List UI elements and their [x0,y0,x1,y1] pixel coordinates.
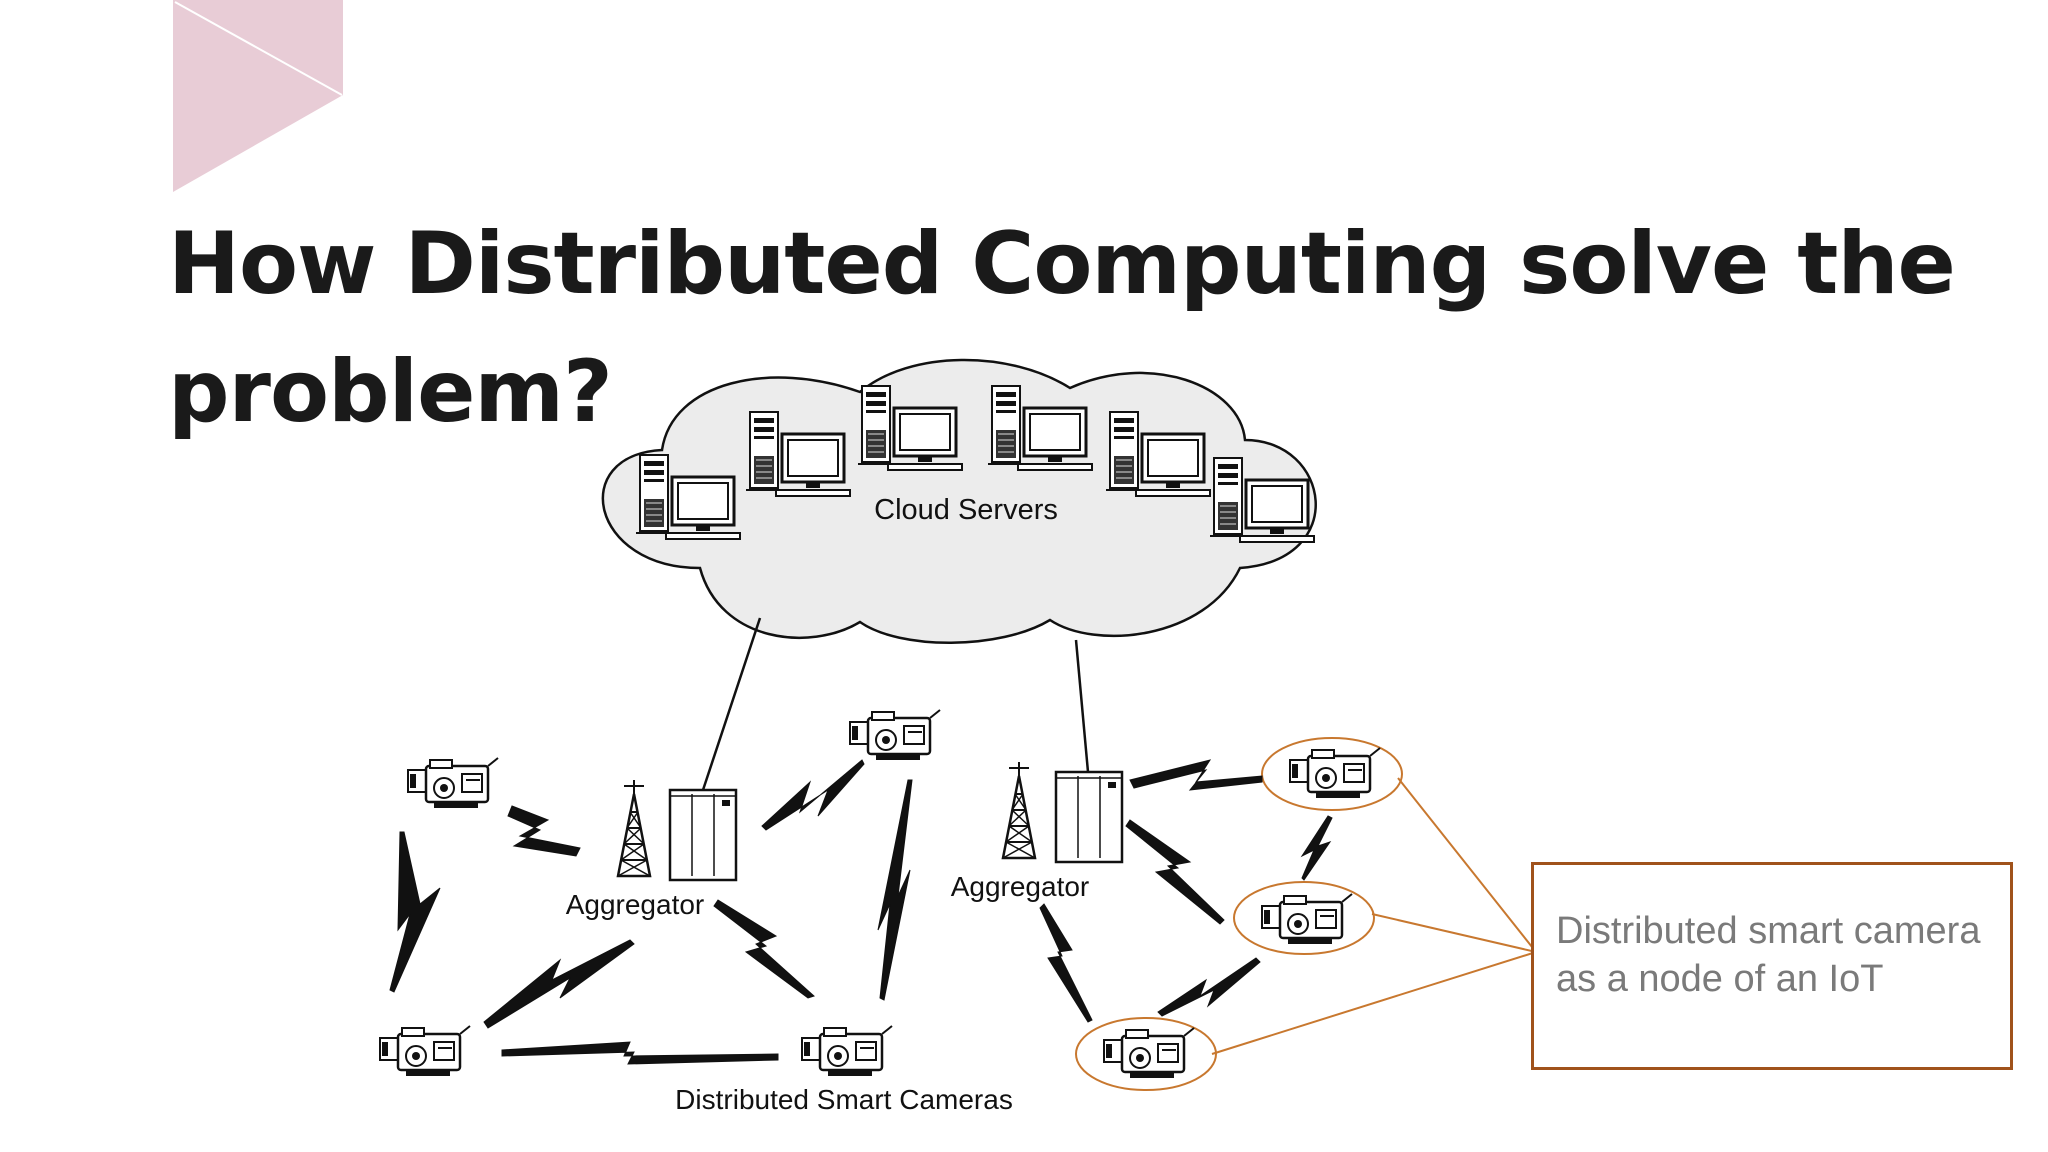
lightning-link-icon [877,779,913,1001]
title-line-1: How Distributed Computing solve the [168,214,1956,314]
lightning-link-icon [483,939,635,1029]
camcorder-icon [848,708,942,762]
slide-title: How Distributed Computing solve the prob… [168,200,1968,456]
title-line-2: problem? [168,342,613,442]
lightning-link-icon [713,899,815,999]
cloud-servers-label: Cloud Servers [874,494,1058,526]
camcorder-icon [800,1024,894,1078]
camcorder-icon [378,1024,472,1078]
callout-line-2: as a node of an IoT [1556,958,1884,1000]
server-rack-icon [668,788,738,882]
lightning-link-icon [1125,819,1225,925]
lightning-link-icon [389,831,441,993]
lightning-link-icon [507,805,581,857]
corner-decoration [173,0,343,192]
callout-line-1: Distributed smart camera [1556,910,1981,952]
lightning-link-icon [1129,759,1263,791]
callout-leaders [1211,777,1537,1055]
uplink-left [701,617,762,791]
distributed-smart-cameras-label: Distributed Smart Cameras [675,1084,1013,1115]
iot-node-callout: Distributed smart camera as a node of an… [1531,862,2013,1070]
server-rack-icon [1054,770,1124,864]
camcorder-icon [406,756,500,810]
wireless-links [389,759,1333,1065]
aggregator-left-label: Aggregator [566,889,705,920]
lightning-link-icon [501,1041,779,1065]
lightning-link-icon [761,759,865,831]
lightning-link-icon [1300,815,1333,881]
radio-tower-icon [616,778,652,878]
lightning-link-icon [1157,957,1261,1017]
aggregator-right-label: Aggregator [951,871,1090,902]
uplink-right [1074,639,1090,773]
radio-tower-icon [1001,760,1037,860]
lightning-link-icon [1039,903,1093,1023]
